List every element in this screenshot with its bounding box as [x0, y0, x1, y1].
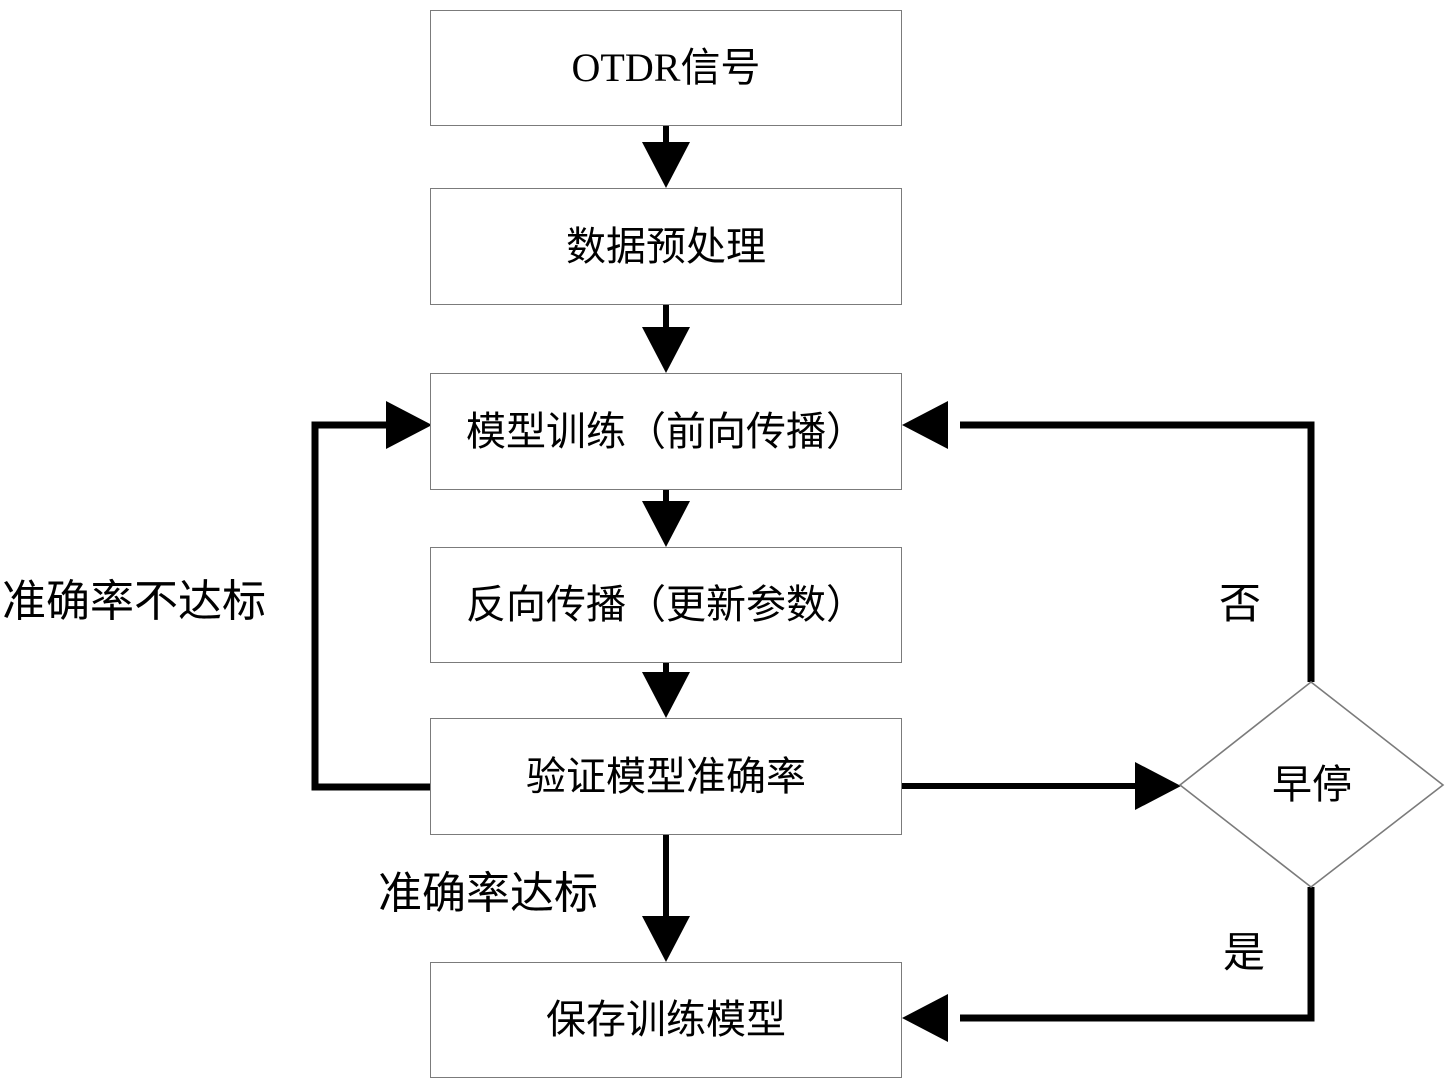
node-model-training-label: 模型训练（前向传播）	[466, 409, 866, 454]
edge-label-no: 否	[1219, 580, 1262, 627]
edge-label-yes: 是	[1223, 929, 1266, 976]
edge-label-accuracy-met: 准确率达标	[378, 869, 598, 918]
edge-label-accuracy-not-met: 准确率不达标	[2, 577, 266, 626]
edge-earlystop-no-to-train	[902, 401, 1315, 682]
node-backpropagation[interactable]: 反向传播（更新参数）	[430, 547, 902, 663]
node-save-model-label: 保存训练模型	[546, 998, 786, 1042]
edge-validate-to-save	[642, 835, 690, 962]
edge-signal-to-preprocess	[642, 126, 690, 188]
node-earlystop-label: 早停	[1272, 763, 1352, 807]
node-data-preprocess-label: 数据预处理	[566, 224, 766, 269]
node-backpropagation-label: 反向传播（更新参数）	[466, 583, 866, 627]
node-validate-accuracy[interactable]: 验证模型准确率	[430, 718, 902, 835]
edge-backprop-to-validate	[642, 663, 690, 718]
edge-validate-to-earlystop	[902, 762, 1181, 810]
edge-preprocess-to-train	[642, 305, 690, 373]
node-model-training[interactable]: 模型训练（前向传播）	[430, 373, 902, 490]
node-save-model[interactable]: 保存训练模型	[430, 962, 902, 1078]
node-data-preprocess[interactable]: 数据预处理	[430, 188, 902, 305]
edge-earlystop-yes-to-save	[902, 887, 1315, 1042]
edge-train-to-backprop	[642, 490, 690, 547]
edge-validate-to-train-feedback	[311, 401, 432, 791]
node-otdr-signal-label: OTDR信号	[571, 45, 761, 90]
node-validate-accuracy-label: 验证模型准确率	[526, 754, 806, 799]
node-otdr-signal[interactable]: OTDR信号	[430, 10, 902, 126]
earlystop-diamond-shape[interactable]	[1178, 680, 1445, 889]
